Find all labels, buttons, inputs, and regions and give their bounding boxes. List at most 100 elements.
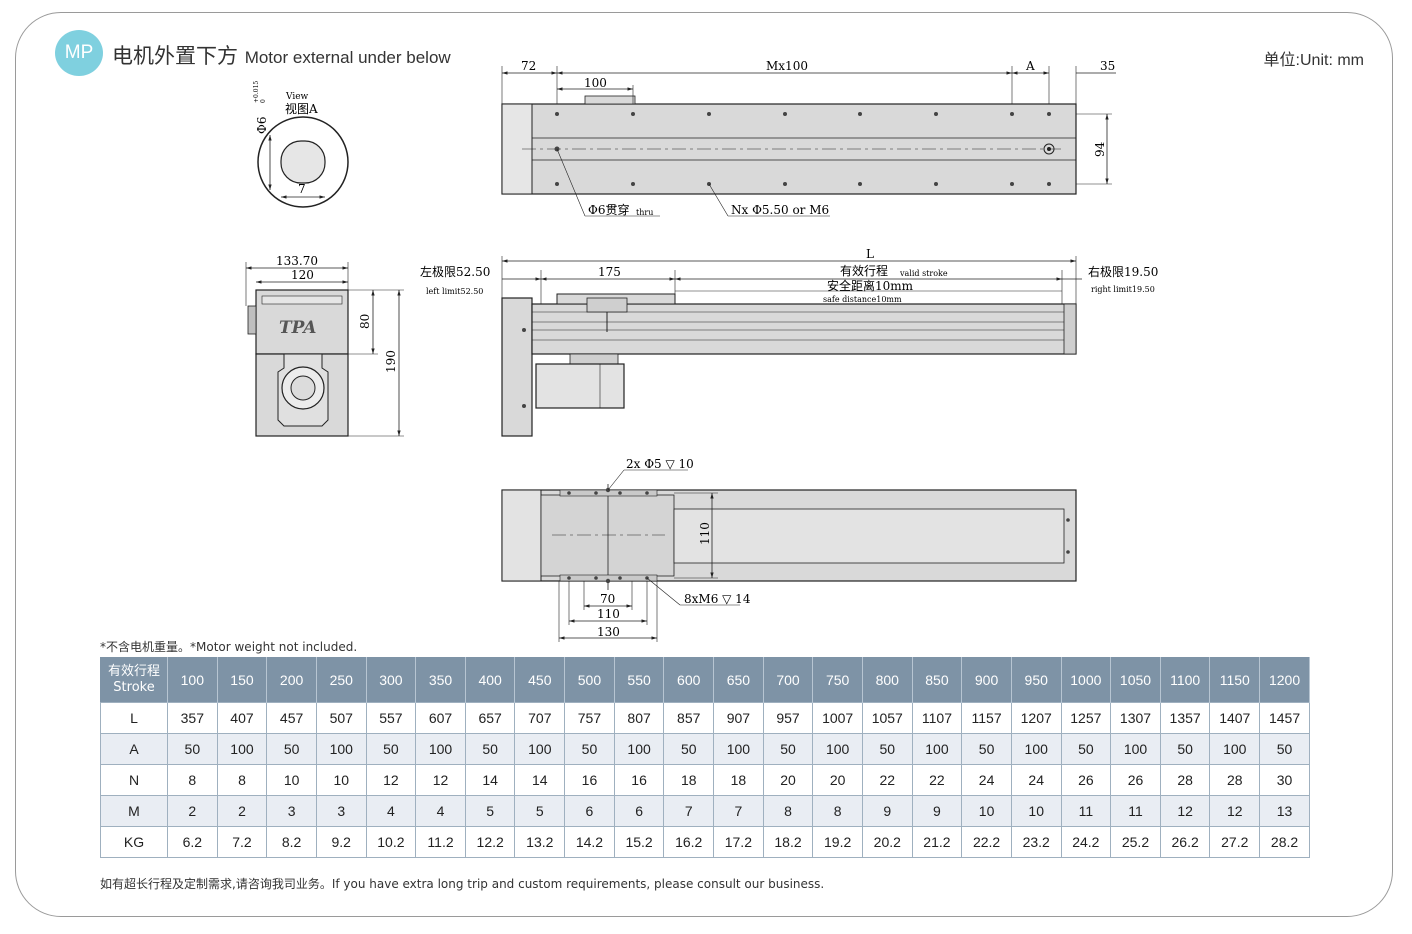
table-cell: 957: [762, 702, 814, 734]
table-cell: 16.2: [663, 826, 715, 858]
dim-72: 72: [521, 59, 536, 73]
table-cell: 100: [812, 733, 863, 765]
table-cell: 757: [564, 702, 615, 734]
stroke-header-500: 500: [564, 657, 615, 703]
table-cell: 25.2: [1110, 826, 1161, 858]
stroke-header-850: 850: [912, 657, 963, 703]
table-cell: 9: [911, 795, 963, 827]
thru-hole-en: thru: [636, 208, 653, 217]
table-cell: 1157: [961, 702, 1012, 734]
stroke-header-700: 700: [763, 657, 814, 703]
shaft-key-dim: 7: [298, 182, 306, 196]
table-cell: 8: [167, 764, 218, 796]
stroke-header-950: 950: [1011, 657, 1062, 703]
dim-94: 94: [1093, 141, 1107, 157]
table-cell: 8: [216, 764, 268, 796]
table-cell: 1057: [861, 702, 913, 734]
table-cell: 12: [1159, 795, 1211, 827]
row-label: KG: [100, 826, 168, 858]
top-hole-spec: 2x Φ5 ▽ 10: [626, 457, 694, 471]
stroke-cn: 有效行程: [840, 263, 888, 278]
footer-note: 如有超长行程及定制需求,请咨询我司业务。If you have extra lo…: [100, 877, 825, 891]
right-limit-cn: 右极限19.50: [1088, 264, 1158, 279]
table-cell: 28.2: [1259, 826, 1310, 858]
table-cell: 22.2: [961, 826, 1012, 858]
table-cell: 4: [365, 795, 417, 827]
stroke-header-600: 600: [663, 657, 715, 703]
table-cell: 100: [613, 733, 665, 765]
safe-distance-en: safe distance10mm: [823, 295, 902, 304]
stroke-header-1050: 1050: [1110, 657, 1161, 703]
table-cell: 20: [812, 764, 863, 796]
table-cell: 18.2: [762, 826, 814, 858]
table-cell: 14: [514, 764, 566, 796]
table-cell: 26: [1060, 764, 1112, 796]
table-cell: 50: [464, 733, 516, 765]
table-cell: 100: [514, 733, 566, 765]
table-cell: 557: [365, 702, 417, 734]
table-cell: 24: [961, 764, 1012, 796]
shaft-diameter: Φ6: [255, 117, 269, 134]
page-frame: [15, 12, 1393, 917]
table-cell: 50: [663, 733, 715, 765]
table-cell: 16: [564, 764, 615, 796]
table-cell: 8.2: [266, 826, 317, 858]
table-cell: 1357: [1159, 702, 1211, 734]
stroke-header-900: 900: [961, 657, 1012, 703]
table-cell: 50: [1259, 733, 1310, 765]
stroke-header-350: 350: [415, 657, 466, 703]
title-cn: 电机外置下方: [112, 44, 238, 68]
stroke-en: valid stroke: [899, 269, 948, 278]
table-cell: 10: [315, 764, 367, 796]
table-cell: 26: [1110, 764, 1161, 796]
table-cell: 6: [564, 795, 615, 827]
dim-70: 70: [600, 592, 615, 606]
table-cell: 4: [415, 795, 466, 827]
table-cell: 100: [415, 733, 466, 765]
row-label: N: [100, 764, 168, 796]
dim-a: A: [1025, 59, 1035, 73]
table-cell: 21.2: [911, 826, 963, 858]
table-cell: 12: [1209, 795, 1261, 827]
table-cell: 12: [365, 764, 417, 796]
tpa-logo: TPA: [279, 318, 316, 338]
stroke-header-650: 650: [713, 657, 764, 703]
table-cell: 50: [564, 733, 615, 765]
table-cell: 27.2: [1209, 826, 1261, 858]
table-cell: 11: [1110, 795, 1161, 827]
table-cell: 5: [514, 795, 566, 827]
table-cell: 607: [415, 702, 466, 734]
table-cell: 18: [663, 764, 715, 796]
table-cell: 457: [266, 702, 317, 734]
table-cell: 807: [613, 702, 665, 734]
stroke-header-cell: 有效行程 Stroke: [100, 657, 168, 703]
table-cell: 11: [1060, 795, 1112, 827]
table-cell: 13.2: [514, 826, 566, 858]
table-cell: 50: [167, 733, 218, 765]
dim-35: 35: [1100, 59, 1115, 73]
view-a-detail: Φ6 +0.015 0 7 View 视图A: [253, 81, 349, 208]
table-cell: 50: [266, 733, 317, 765]
table-cell: 100: [1209, 733, 1261, 765]
view-label-en: View: [285, 92, 309, 102]
stroke-header-450: 450: [514, 657, 566, 703]
table-cell: 15.2: [613, 826, 665, 858]
table-cell: 22: [911, 764, 963, 796]
table-cell: 20: [762, 764, 814, 796]
table-cell: 26.2: [1159, 826, 1211, 858]
weight-note: *不含电机重量。*Motor weight not included.: [100, 640, 358, 654]
dim-120: 120: [291, 268, 314, 282]
table-cell: 3: [315, 795, 367, 827]
table-cell: 50: [961, 733, 1012, 765]
table-cell: 23.2: [1010, 826, 1062, 858]
table-cell: 2: [167, 795, 218, 827]
table-cell: 507: [315, 702, 367, 734]
table-cell: 100: [713, 733, 764, 765]
table-cell: 24: [1010, 764, 1062, 796]
table-cell: 100: [315, 733, 367, 765]
row-label: M: [100, 795, 168, 827]
